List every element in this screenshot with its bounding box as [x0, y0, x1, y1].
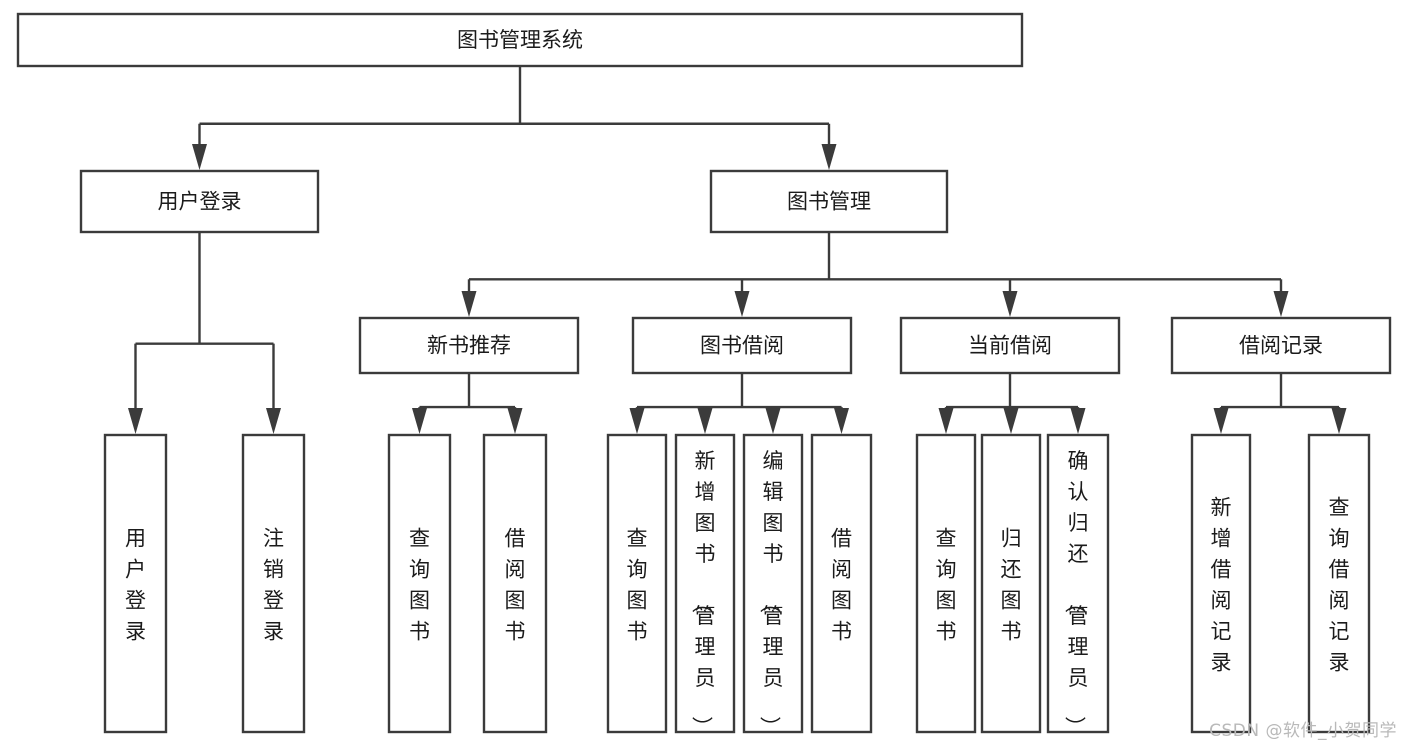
node-box[interactable] — [1307, 433, 1371, 734]
node-label: 查询图书 — [627, 527, 648, 644]
node-box[interactable] — [915, 433, 977, 734]
node-l3-new-book-rec[interactable]: 新书推荐 — [358, 316, 580, 375]
node-label: 借阅图书 — [831, 527, 852, 644]
node-leaf-bb-edit-book[interactable]: 编辑图书（管理员） — [742, 433, 804, 737]
node-label: 新增图书（管理员） — [690, 449, 716, 737]
connectors-layer — [128, 66, 1347, 434]
node-label: 编辑图书（管理员） — [758, 449, 784, 737]
node-box[interactable] — [387, 433, 452, 734]
node-box[interactable] — [1170, 316, 1392, 375]
node-label: 图书管理系统 — [457, 28, 583, 52]
node-label: 用户登录 — [125, 527, 146, 644]
node-l3-current-borrow[interactable]: 当前借阅 — [899, 316, 1121, 375]
csdn-watermark: CSDN @软件_小贺同学 — [1209, 721, 1397, 741]
node-box[interactable] — [899, 316, 1121, 375]
node-label: 查询借阅记录 — [1329, 496, 1350, 675]
node-label: 图书借阅 — [700, 334, 784, 358]
node-label: 借阅图书 — [505, 527, 526, 644]
node-box[interactable] — [709, 169, 949, 234]
node-label: 查询图书 — [409, 527, 430, 644]
node-box[interactable] — [631, 316, 853, 375]
node-box[interactable] — [810, 433, 873, 734]
node-leaf-cb-query-book[interactable]: 查询图书 — [915, 433, 977, 734]
node-l3-book-borrow[interactable]: 图书借阅 — [631, 316, 853, 375]
node-leaf-user-login[interactable]: 用户登录 — [103, 433, 168, 734]
node-leaf-cb-return-book[interactable]: 归还图书 — [980, 433, 1042, 734]
node-leaf-cb-confirm-return[interactable]: 确认归还（管理员） — [1046, 433, 1110, 737]
nodes-layer: 图书管理系统用户登录图书管理新书推荐图书借阅当前借阅借阅记录用户登录注销登录查询… — [16, 12, 1392, 737]
node-leaf-rec-borrow-book[interactable]: 借阅图书 — [482, 433, 548, 734]
node-box[interactable] — [16, 12, 1024, 68]
node-leaf-rec-query-book[interactable]: 查询图书 — [387, 433, 452, 734]
node-box[interactable] — [1190, 433, 1252, 734]
node-label: 用户登录 — [158, 190, 242, 214]
node-box[interactable] — [1046, 433, 1110, 734]
node-l3-borrow-record[interactable]: 借阅记录 — [1170, 316, 1392, 375]
node-label: 注销登录 — [263, 527, 284, 644]
node-box[interactable] — [358, 316, 580, 375]
node-label: 查询图书 — [936, 527, 957, 644]
node-label: 新书推荐 — [427, 334, 511, 358]
node-leaf-br-add-record[interactable]: 新增借阅记录 — [1190, 433, 1252, 734]
node-box[interactable] — [980, 433, 1042, 734]
node-box[interactable] — [674, 433, 736, 734]
node-leaf-br-query-record[interactable]: 查询借阅记录 — [1307, 433, 1371, 734]
node-label: 图书管理 — [787, 190, 871, 214]
node-label: 确认归还（管理员） — [1063, 449, 1089, 737]
node-label: 归还图书 — [1001, 527, 1022, 644]
node-box[interactable] — [742, 433, 804, 734]
node-leaf-user-logout[interactable]: 注销登录 — [241, 433, 306, 734]
node-box[interactable] — [103, 433, 168, 734]
node-leaf-bb-query-book[interactable]: 查询图书 — [606, 433, 668, 734]
node-box[interactable] — [482, 433, 548, 734]
node-leaf-bb-borrow-book[interactable]: 借阅图书 — [810, 433, 873, 734]
node-l2-book-manage[interactable]: 图书管理 — [709, 169, 949, 234]
node-box[interactable] — [241, 433, 306, 734]
node-label: 借阅记录 — [1239, 334, 1323, 358]
node-root[interactable]: 图书管理系统 — [16, 12, 1024, 68]
node-leaf-bb-add-book[interactable]: 新增图书（管理员） — [674, 433, 736, 737]
node-box[interactable] — [606, 433, 668, 734]
node-box[interactable] — [79, 169, 320, 234]
node-label: 当前借阅 — [968, 334, 1052, 358]
node-label: 新增借阅记录 — [1211, 496, 1232, 675]
node-l2-user-login[interactable]: 用户登录 — [79, 169, 320, 234]
